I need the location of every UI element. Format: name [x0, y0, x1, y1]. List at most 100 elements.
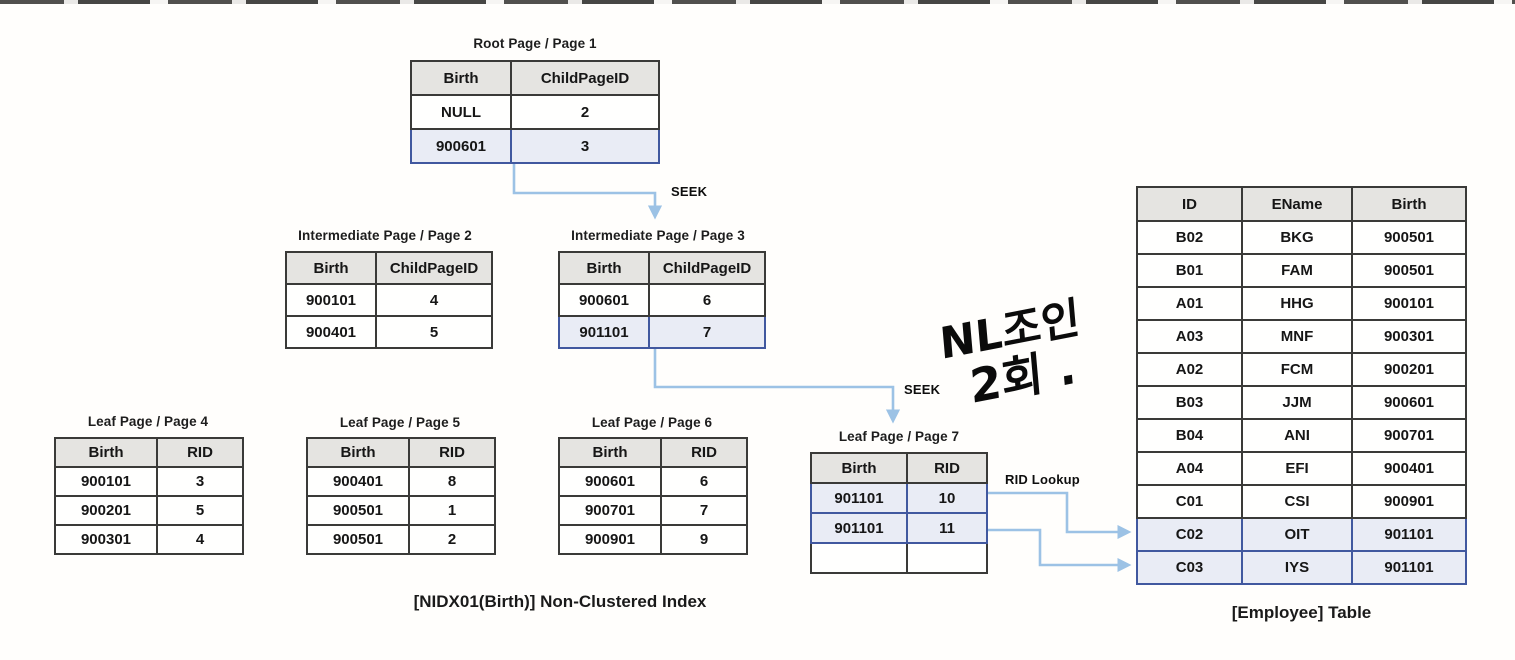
- table-cell: 901101: [1351, 550, 1467, 585]
- table-cell: 6: [660, 466, 748, 497]
- table-cell: 900201: [1351, 352, 1467, 387]
- leaf-page-6-title: Leaf Page / Page 6: [591, 415, 713, 430]
- table-cell: 4: [156, 524, 244, 555]
- column-header: Birth: [285, 251, 377, 285]
- column-header: RID: [408, 437, 496, 468]
- table-cell: 900901: [558, 524, 662, 555]
- rid-lookup-label: RID Lookup: [1005, 472, 1080, 487]
- table-cell: NULL: [410, 94, 512, 130]
- table-cell: 6: [648, 283, 766, 317]
- table-cell: 901101: [810, 482, 908, 514]
- table-cell: 900601: [558, 466, 662, 497]
- table-cell: 7: [648, 315, 766, 349]
- table-cell: [810, 542, 908, 574]
- column-header: Birth: [306, 437, 410, 468]
- table-cell: 900301: [54, 524, 158, 555]
- leaf-page-4-title: Leaf Page / Page 4: [87, 414, 209, 429]
- table-cell: A01: [1136, 286, 1243, 321]
- table-cell: B02: [1136, 220, 1243, 255]
- table-cell: 9: [660, 524, 748, 555]
- table-cell: 1: [408, 495, 496, 526]
- table-cell: EFI: [1241, 451, 1353, 486]
- table-cell: FAM: [1241, 253, 1353, 288]
- table-cell: 900501: [1351, 253, 1467, 288]
- table-cell: 2: [510, 94, 660, 130]
- table-cell: BKG: [1241, 220, 1353, 255]
- scan-artifact-top-edge: [0, 0, 1515, 4]
- leaf-page-5-title: Leaf Page / Page 5: [339, 415, 461, 430]
- table-cell: B01: [1136, 253, 1243, 288]
- column-header: Birth: [1351, 186, 1467, 222]
- table-cell: 10: [906, 482, 988, 514]
- table-cell: ANI: [1241, 418, 1353, 453]
- column-header: Birth: [810, 452, 908, 484]
- intermediate-page-3-title: Intermediate Page / Page 3: [571, 228, 745, 243]
- table-cell: 900101: [285, 283, 377, 317]
- table-cell: A02: [1136, 352, 1243, 387]
- table-cell: 900301: [1351, 319, 1467, 354]
- table-cell: 900601: [558, 283, 650, 317]
- table-cell: 900601: [1351, 385, 1467, 420]
- seek-label-intermediate: SEEK: [904, 382, 941, 397]
- table-row: [810, 542, 988, 574]
- table-cell: 900601: [410, 128, 512, 164]
- handwritten-annotation-nl-join: NL조인 2회 .: [938, 293, 1086, 418]
- table-cell: 900701: [1351, 418, 1467, 453]
- table-cell: 3: [510, 128, 660, 164]
- intermediate-page-2-title: Intermediate Page / Page 2: [298, 228, 472, 243]
- column-header: RID: [906, 452, 988, 484]
- table-cell: 3: [156, 466, 244, 497]
- column-header: Birth: [54, 437, 158, 468]
- column-header: RID: [660, 437, 748, 468]
- table-cell: HHG: [1241, 286, 1353, 321]
- column-header: EName: [1241, 186, 1353, 222]
- table-cell: 900701: [558, 495, 662, 526]
- table-cell: 900101: [1351, 286, 1467, 321]
- table-cell: 4: [375, 283, 493, 317]
- table-cell: 900401: [285, 315, 377, 349]
- column-header: Birth: [558, 251, 650, 285]
- table-cell: [906, 542, 988, 574]
- table-cell: MNF: [1241, 319, 1353, 354]
- employee-caption: [Employee] Table: [1231, 603, 1372, 622]
- rid-lookup-arrow-row10-to-c02: [987, 491, 1132, 540]
- table-cell: 7: [660, 495, 748, 526]
- column-header: ChildPageID: [648, 251, 766, 285]
